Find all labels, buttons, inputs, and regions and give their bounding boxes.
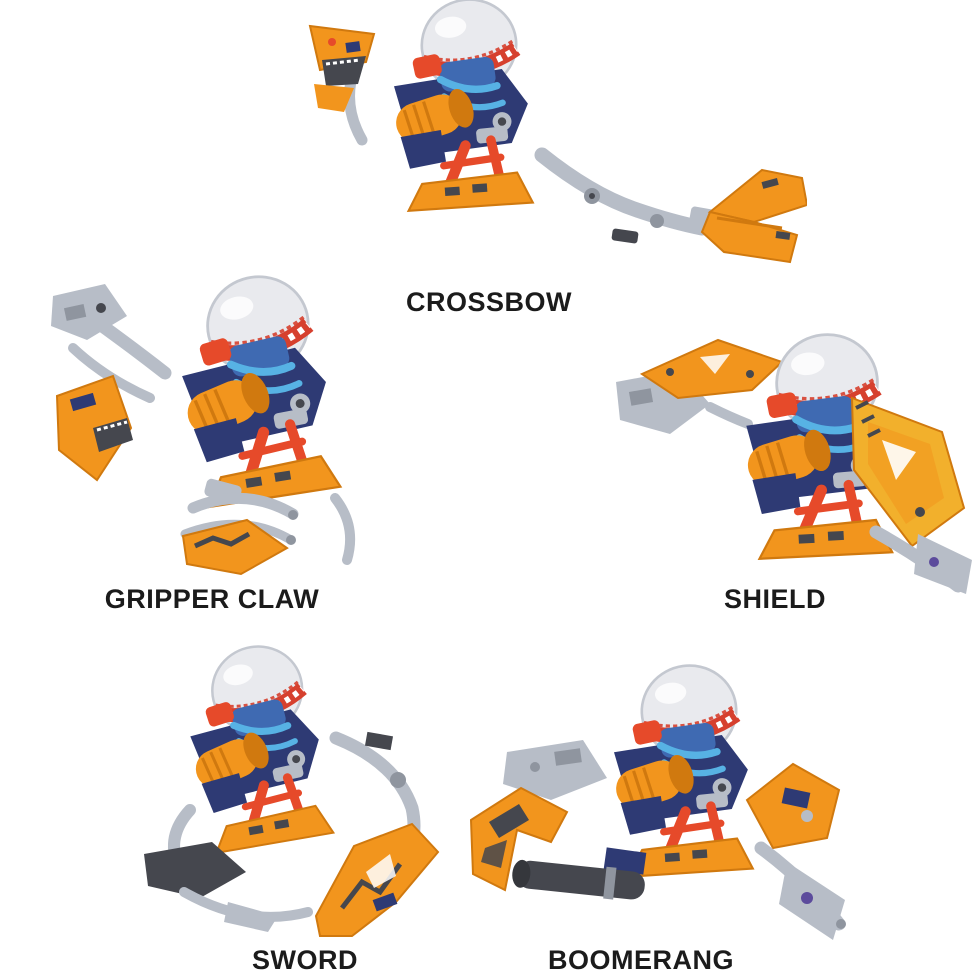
figure-crossbow <box>262 0 807 288</box>
boomerang-robot-image <box>469 652 846 940</box>
crossbow-weapon-arm <box>534 147 807 264</box>
label-gripper-claw: GRIPPER CLAW <box>104 584 320 614</box>
gripper-shoulder-arm <box>51 284 172 403</box>
label-boomerang: BOOMERANG <box>548 945 734 975</box>
gripper-foot <box>55 374 133 482</box>
robot-body <box>182 640 334 854</box>
label-crossbow: CROSSBOW <box>406 287 572 317</box>
label-shield: SHIELD <box>723 584 826 614</box>
crossbow-robot-image <box>308 0 807 264</box>
shield-robot-image <box>616 312 972 594</box>
figure-sword <box>128 640 468 942</box>
gripper-claw-robot-image <box>51 268 356 576</box>
robot-body <box>607 656 760 882</box>
shield-shoulder-arm <box>616 338 784 434</box>
label-sword: SWORD <box>252 945 358 975</box>
figure-gripper-claw <box>35 268 370 584</box>
sword-left-arm <box>144 804 313 932</box>
shield-weapon <box>850 396 972 594</box>
sword-weapon-arm <box>314 731 440 937</box>
boomerang-weapon <box>469 740 607 892</box>
figure-shield <box>600 312 972 594</box>
crossbow-claw-arm <box>308 24 376 146</box>
boomerang-right-arm <box>745 762 846 940</box>
gripper-claw-weapon <box>180 478 356 576</box>
boomerang-barrel <box>512 847 647 900</box>
robot-body <box>387 0 540 215</box>
robot-body <box>174 268 341 508</box>
figure-boomerang <box>455 652 850 944</box>
sword-robot-image <box>144 640 440 937</box>
